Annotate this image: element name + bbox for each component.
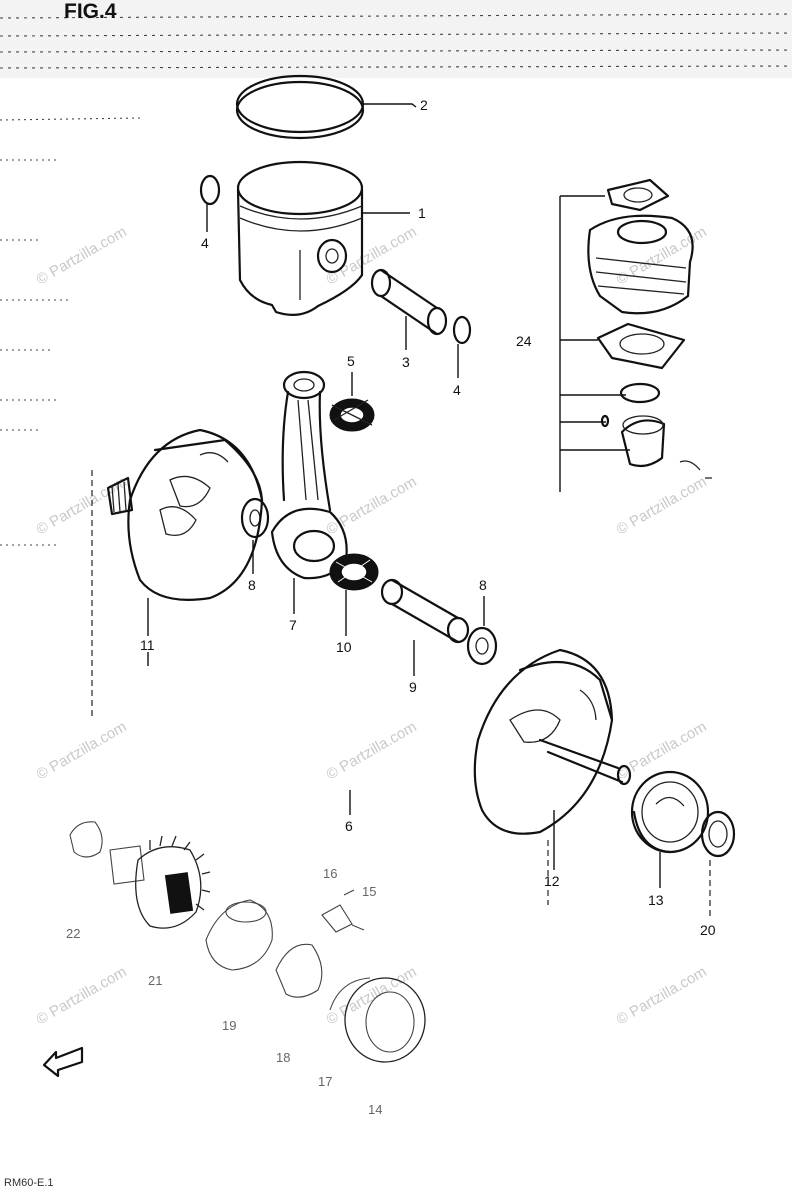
part-balancer-group[interactable] xyxy=(69,821,426,1063)
callout-7: 7 xyxy=(289,617,297,633)
part-piston[interactable] xyxy=(236,160,364,317)
callout-10: 10 xyxy=(336,639,352,655)
callout-6: 6 xyxy=(345,818,353,834)
part-piston-pin[interactable] xyxy=(370,268,448,336)
part-piston-ring[interactable] xyxy=(235,74,365,140)
part-piston-pin-clip-right[interactable] xyxy=(452,315,472,345)
callout-19: 19 xyxy=(222,1018,236,1033)
callout-24: 24 xyxy=(516,333,532,349)
watermark-text: © Partzilla.com xyxy=(34,718,130,783)
callout-15: 15 xyxy=(362,884,376,899)
part-piston-pin-clip-left[interactable] xyxy=(199,174,221,206)
watermark-text: © Partzilla.com xyxy=(34,473,130,538)
part-crank-pin[interactable] xyxy=(380,578,470,644)
callout-8: 8 xyxy=(248,577,256,593)
callout-9: 9 xyxy=(409,679,417,695)
part-thrust-washer-left[interactable] xyxy=(240,497,270,539)
part-crankshaft-bearing[interactable] xyxy=(630,770,710,854)
callout-1: 1 xyxy=(418,205,426,221)
forward-direction-arrow-icon xyxy=(42,1046,84,1078)
callout-leaders xyxy=(147,103,661,888)
callout-11: 11 xyxy=(140,637,155,653)
callout-13: 13 xyxy=(648,892,664,908)
part-big-end-bearing[interactable] xyxy=(329,553,379,591)
part-oil-seal[interactable] xyxy=(700,810,736,858)
callout-17: 17 xyxy=(318,1074,332,1089)
watermark-text: © Partzilla.com xyxy=(34,963,130,1028)
scan-noise-band xyxy=(0,0,792,546)
watermark-text: © Partzilla.com xyxy=(324,718,420,783)
callout-18: 18 xyxy=(276,1050,290,1065)
callout-4: 4 xyxy=(453,382,461,398)
part-cylinder-set[interactable] xyxy=(559,178,712,492)
watermark-text: © Partzilla.com xyxy=(34,223,130,288)
watermark-text: © Partzilla.com xyxy=(324,963,420,1028)
callout-20: 20 xyxy=(700,922,716,938)
callout-22: 22 xyxy=(66,926,80,941)
callout-16: 16 xyxy=(323,866,337,881)
callout-3: 3 xyxy=(402,354,410,370)
watermark-text: © Partzilla.com xyxy=(324,473,420,538)
part-connecting-rod[interactable] xyxy=(270,370,348,580)
figure-title: FIG.4 xyxy=(64,0,117,23)
callout-4: 4 xyxy=(201,235,209,251)
part-thrust-washer-right[interactable] xyxy=(466,626,498,666)
callout-5: 5 xyxy=(347,353,355,369)
part-crankshaft-right[interactable] xyxy=(473,648,632,835)
watermark-text: © Partzilla.com xyxy=(614,963,710,1028)
figure-footer-code: RM60-E.1 xyxy=(4,1177,54,1189)
callout-21: 21 xyxy=(148,973,162,988)
watermarks: © Partzilla.com © Partzilla.com © Partzi… xyxy=(34,223,710,1028)
watermark-text: © Partzilla.com xyxy=(614,473,710,538)
part-crankshaft-left[interactable] xyxy=(106,428,264,601)
callout-12: 12 xyxy=(544,873,560,889)
callout-2: 2 xyxy=(420,97,428,113)
callout-labels: 2 1 4 3 4 24 5 8 7 10 8 11 9 6 12 13 20 … xyxy=(66,97,716,1117)
part-small-end-bearing[interactable] xyxy=(329,398,375,432)
callout-14: 14 xyxy=(368,1102,382,1117)
callout-8: 8 xyxy=(479,577,487,593)
